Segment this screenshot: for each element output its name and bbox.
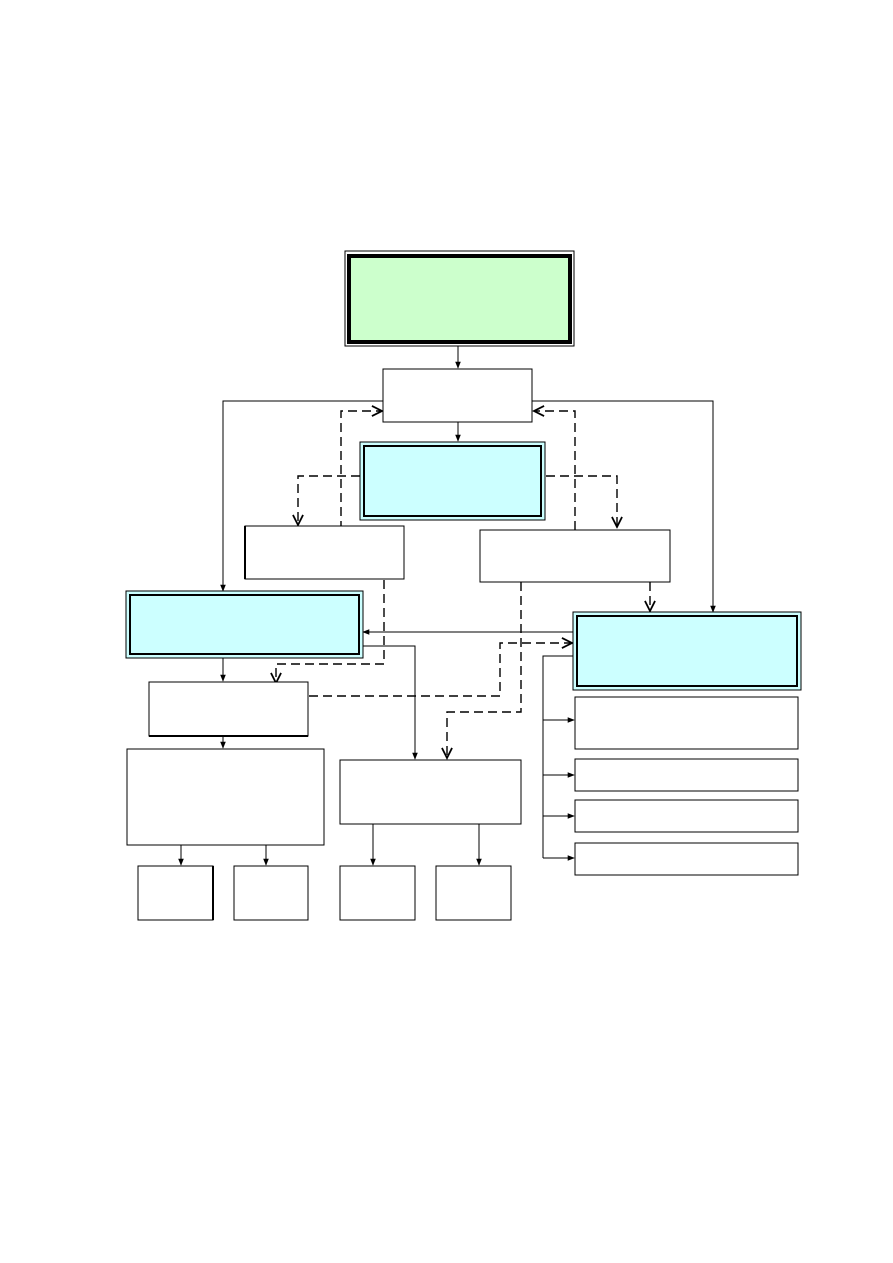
arrow-left-cyan-to-center-big	[363, 645, 418, 760]
box-top-green	[344, 250, 575, 347]
dashed-mid-right-to-center-big	[447, 582, 522, 758]
box-upper-white	[382, 368, 533, 423]
dashed-mid-left-to-left-sub	[276, 580, 385, 683]
box-right-cyan	[572, 611, 802, 691]
box-right-list-1	[574, 696, 799, 750]
bracket-right-list	[542, 655, 573, 858]
box-right-list-2	[574, 758, 799, 792]
box-leaf-1	[137, 865, 214, 921]
arrow-upper-to-left-cyan	[220, 400, 383, 592]
dashed-center-to-mid-right	[546, 475, 617, 527]
box-center-big-white	[339, 759, 522, 825]
box-mid-left-white	[244, 525, 405, 580]
box-left-sub-white	[148, 681, 309, 737]
box-leaf-4	[435, 865, 512, 921]
box-leaf-3	[339, 865, 416, 921]
box-left-big-white	[126, 748, 325, 846]
solid-connectors	[178, 346, 716, 866]
box-mid-right-white	[479, 529, 671, 583]
box-right-list-3	[574, 799, 799, 833]
dashed-mid-right-to-upper	[534, 411, 576, 530]
dashed-left-sub-to-right-cyan	[309, 643, 572, 697]
dashed-mid-left-to-upper	[340, 411, 382, 530]
dashed-connectors	[276, 411, 650, 758]
box-left-cyan	[125, 590, 364, 659]
box-center-cyan	[359, 441, 546, 521]
arrow-upper-to-right-cyan	[532, 400, 716, 613]
box-leaf-2	[233, 865, 309, 921]
box-right-list-4	[574, 842, 799, 876]
dashed-center-to-mid-left	[298, 475, 360, 525]
